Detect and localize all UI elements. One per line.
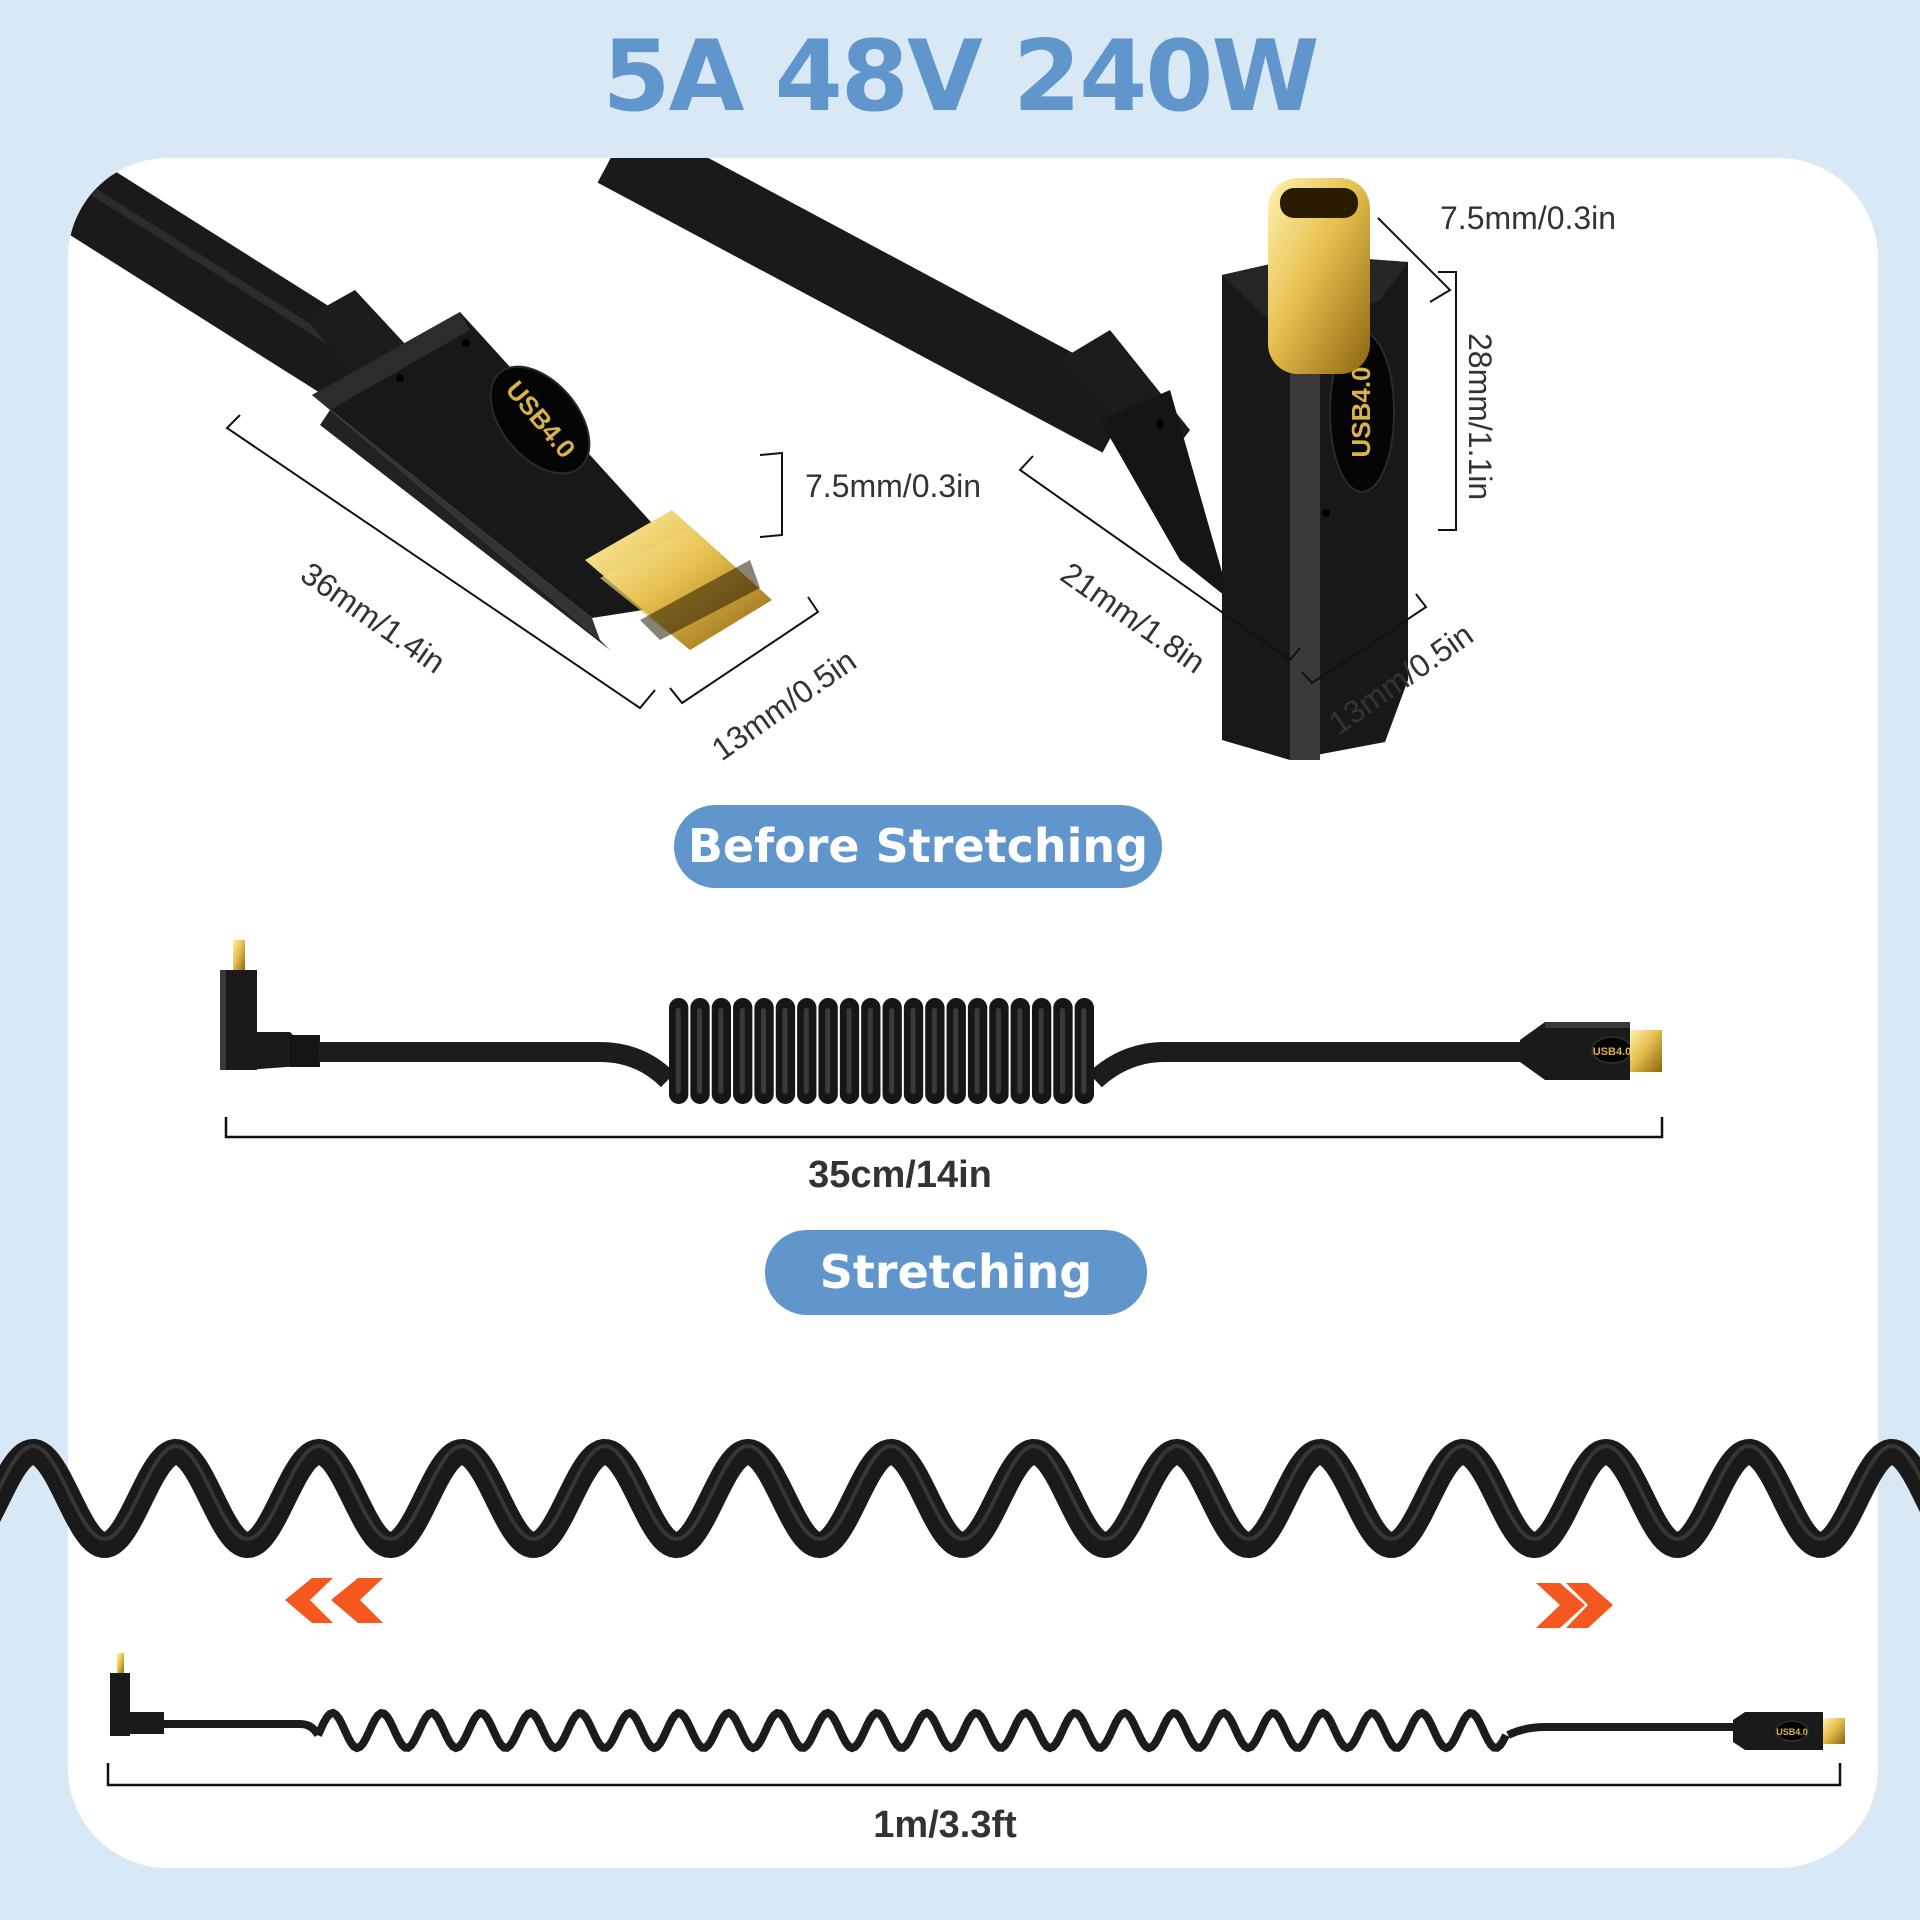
stretched-coil-closeup [0, 1438, 1920, 1559]
length-label-stretched: 1m/3.3ft [873, 1804, 1017, 1846]
page-title: 5A 48V 240W [602, 20, 1319, 134]
length-bracket-stretched [106, 1763, 1842, 1787]
double-chevron-left-icon [285, 1578, 383, 1623]
before-stretching-badge: Before Stretching [674, 805, 1162, 888]
stretching-badge: Stretching [765, 1230, 1147, 1315]
coiled-cable-before: USB4.0 [220, 940, 1662, 1104]
svg-text:USB4.0: USB4.0 [1776, 1727, 1808, 1737]
dim-angled-body: 28mm/1.1in [1462, 333, 1498, 501]
svg-text:USB4.0: USB4.0 [1593, 1046, 1632, 1058]
double-chevron-right-icon [1536, 1583, 1613, 1628]
dim-straight-height: 7.5mm/0.3in [805, 468, 982, 504]
dim-angled-tip: 7.5mm/0.3in [1440, 200, 1617, 236]
usb4-badge-text-angled: USB4.0 [1346, 366, 1376, 457]
length-label-before: 35cm/14in [808, 1154, 992, 1196]
stretched-cable-full: USB4.0 [110, 1653, 1845, 1753]
dimension-lines-top [225, 217, 1457, 710]
length-bracket-before [224, 1117, 1664, 1139]
angled-connector-closeup: USB4.0 [597, 158, 1408, 760]
straight-connector-closeup: USB4.0 [68, 158, 772, 650]
